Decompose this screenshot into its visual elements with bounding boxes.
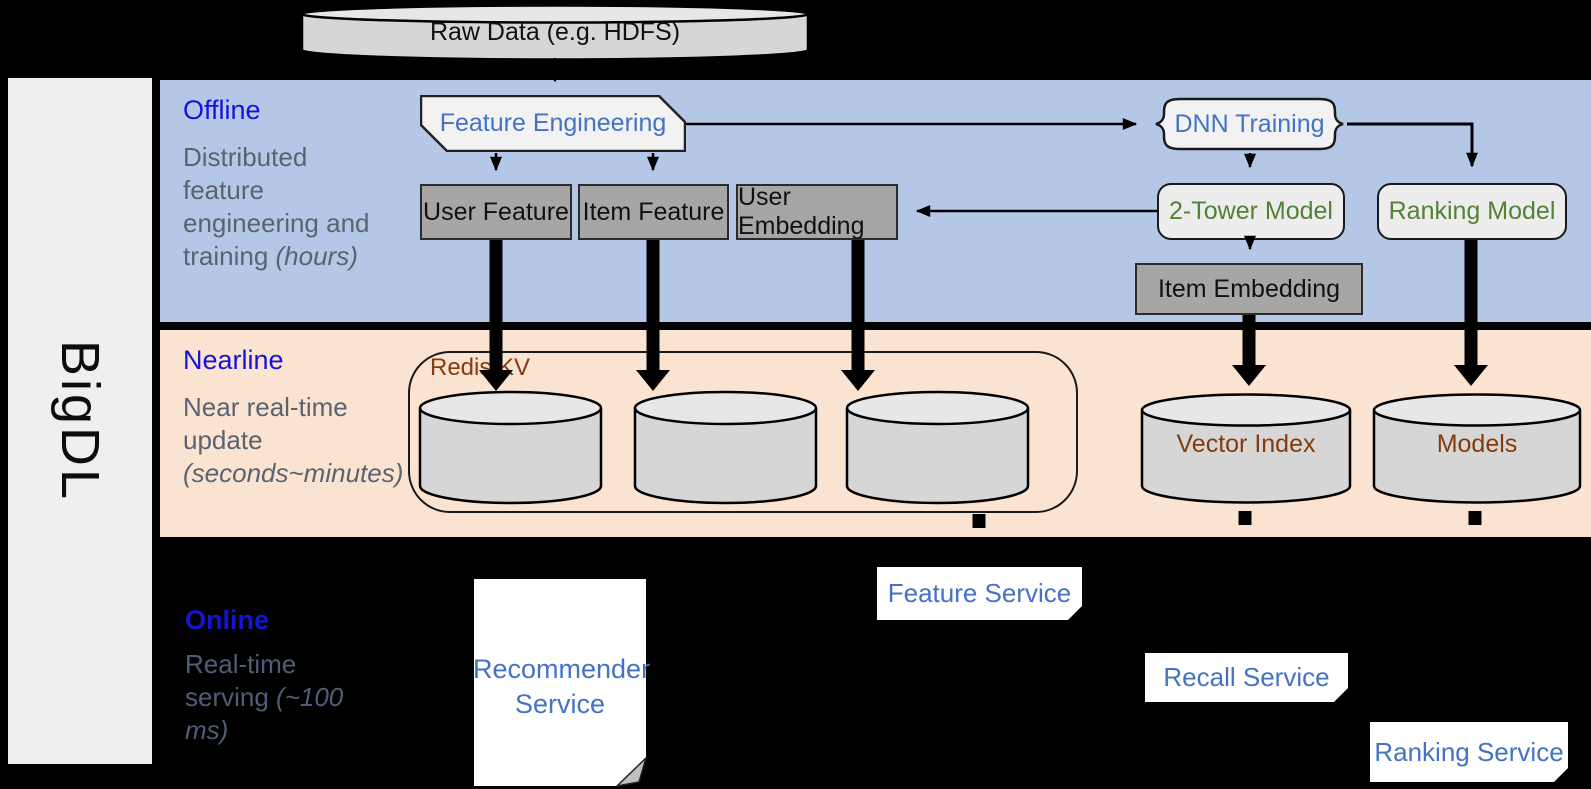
redis-kv-label: Redis KV bbox=[430, 354, 531, 381]
dnn-training-node bbox=[1155, 97, 1344, 151]
nearline-description-italic: (seconds~minutes) bbox=[183, 458, 404, 488]
offline-description-italic: (hours) bbox=[275, 241, 358, 271]
online-description: Real-time serving (~100 ms) bbox=[185, 648, 345, 747]
redis-kv-container bbox=[408, 351, 1078, 513]
offline-heading: Offline bbox=[183, 95, 261, 125]
two-tower-model-node: 2-Tower Model bbox=[1157, 183, 1345, 240]
vector-index-cylinder bbox=[1140, 393, 1352, 504]
nearline-heading: Nearline bbox=[183, 345, 284, 375]
vector-index-label: Vector Index bbox=[1176, 430, 1316, 458]
user-embedding-node: User Embedding bbox=[736, 183, 898, 240]
dnn-training-label: DNN Training bbox=[1174, 109, 1325, 138]
online-description-italic: (~100 ms) bbox=[185, 682, 344, 745]
models-label: Models bbox=[1436, 430, 1518, 458]
online-heading: Online bbox=[185, 605, 270, 635]
offline-description: Distributed feature engineering and trai… bbox=[183, 141, 388, 273]
offline-description-text: Distributed feature engineering and trai… bbox=[183, 142, 370, 271]
kv-cylinder-3 bbox=[845, 390, 1030, 505]
feature-service-node: Feature Service bbox=[877, 567, 1082, 620]
recall-service-node: Recall Service bbox=[1145, 653, 1348, 702]
feature-engineering-label: Feature Engineering bbox=[439, 109, 667, 137]
recommender-service-label: Recommender Service bbox=[473, 654, 651, 719]
item-feature-node: Item Feature bbox=[578, 184, 729, 240]
kv-cylinder-1 bbox=[418, 390, 603, 505]
models-cylinder bbox=[1372, 393, 1582, 504]
user-feature-node: User Feature bbox=[420, 184, 572, 240]
bigdl-title: BigDL bbox=[50, 339, 110, 503]
kv-cylinder-2 bbox=[633, 390, 818, 505]
nearline-description: Near real-time update (seconds~minutes) bbox=[183, 391, 418, 490]
item-embedding-node: Item Embedding bbox=[1135, 263, 1363, 315]
raw-data-cylinder bbox=[300, 4, 810, 61]
ranking-model-node: Ranking Model bbox=[1377, 183, 1567, 240]
recommender-service-doc bbox=[474, 579, 647, 787]
raw-data-label: Raw Data (e.g. HDFS) bbox=[429, 17, 681, 46]
feature-engineering-node bbox=[420, 95, 686, 152]
nearline-description-text: Near real-time update bbox=[183, 392, 348, 455]
ranking-service-node: Ranking Service bbox=[1370, 722, 1568, 782]
bigdl-rail: BigDL bbox=[8, 78, 152, 764]
online-description-text: Real-time serving bbox=[185, 649, 297, 712]
